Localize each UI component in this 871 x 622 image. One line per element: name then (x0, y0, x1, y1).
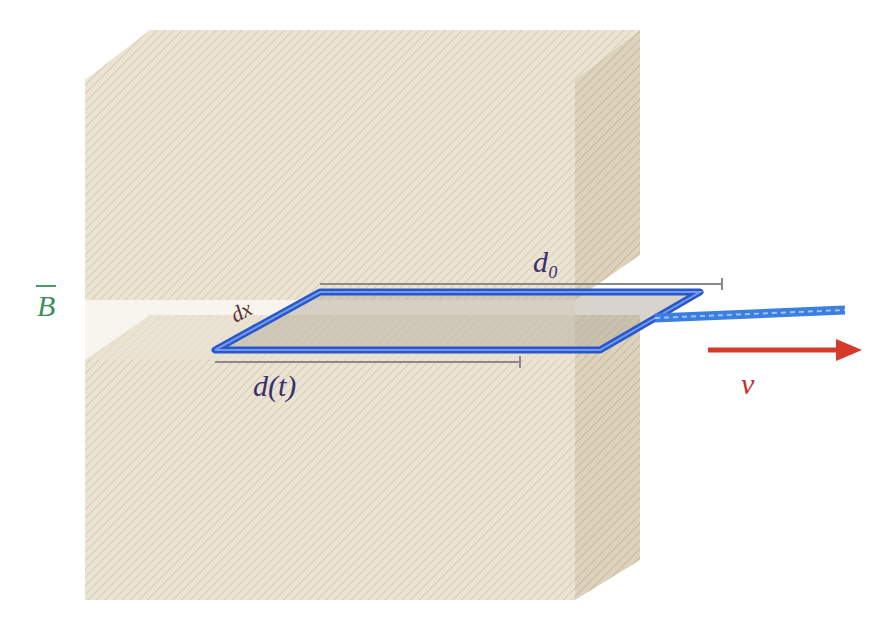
wire-loop-highlight (215, 292, 700, 350)
velocity-label: v (738, 368, 757, 400)
wire-loop (215, 292, 700, 350)
front-face (85, 360, 575, 600)
side-face (575, 315, 640, 600)
top-face (85, 30, 640, 80)
dimension-label: d(t) (250, 370, 299, 402)
wire-handle (655, 310, 845, 318)
dimension-line (320, 283, 722, 285)
arrow-head (836, 339, 862, 361)
dimension-tick (519, 356, 521, 368)
dimension-line (215, 361, 520, 363)
front-face (85, 80, 575, 300)
vector-bar (36, 285, 56, 287)
dimension-label: d₀ (530, 246, 561, 278)
dimension-tick (721, 278, 723, 290)
wire-handle-highlight (655, 310, 845, 318)
velocity-arrow (708, 348, 842, 353)
side-face (575, 30, 640, 300)
field-label: B (34, 290, 58, 322)
